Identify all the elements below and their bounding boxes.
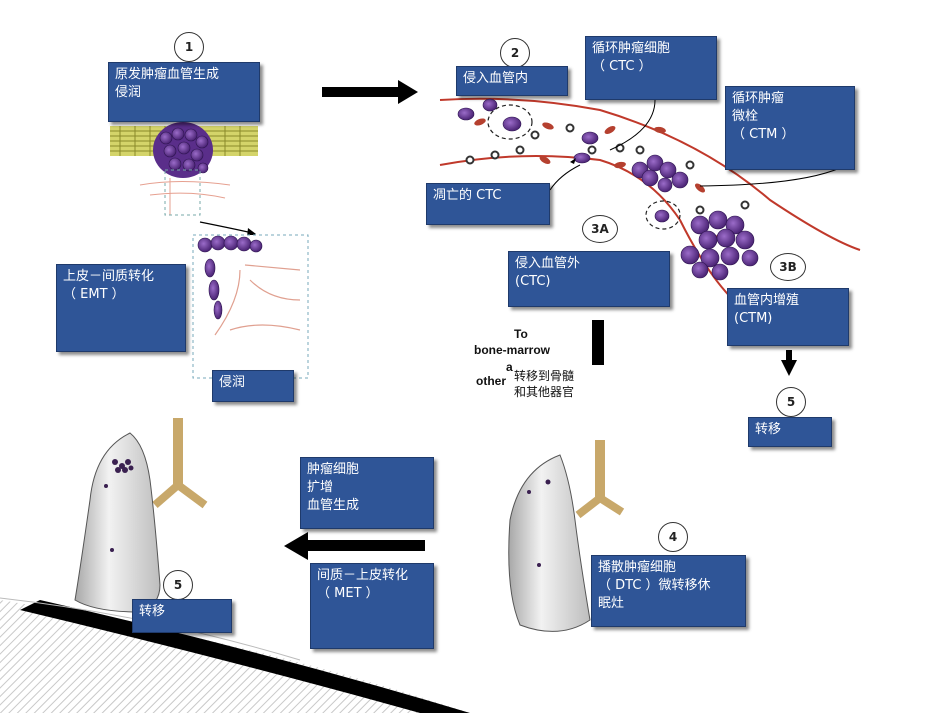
dtc-label: 播散肿瘤细胞 （ DTC ）微转移休 眠灶: [591, 555, 746, 627]
step-2-marker: 2: [500, 38, 530, 68]
bone-marrow-en-line1: To: [514, 327, 528, 341]
bone-marrow-en-line4: other: [476, 374, 506, 388]
blood-vessel-illustration: [439, 97, 861, 321]
extravasation-label: 侵入血管外 (CTC): [508, 251, 670, 307]
proliferation-angiogenesis-label: 肿瘤细胞 扩增 血管生成: [300, 457, 434, 529]
pointer-lines: [549, 99, 841, 191]
step-3b-marker: 3B: [770, 253, 806, 281]
arrow-down: [781, 350, 797, 376]
bone-marrow-en-line2: bone-marrow: [474, 343, 551, 357]
invasion-label: 侵润: [212, 370, 294, 402]
bone-marrow-en-line3: a: [506, 360, 513, 374]
step-4-marker: 4: [658, 522, 688, 552]
apoptotic-ctc-label: 凋亡的 CTC: [426, 183, 550, 225]
metastasis-left-label: 转移: [132, 599, 232, 633]
ctc-label: 循环肿瘤细胞 （ CTC ）: [585, 36, 717, 100]
bone-marrow-bar: [592, 320, 604, 365]
primary-tumor-illustration: [110, 122, 258, 237]
ctm-label: 循环肿瘤 微栓 （ CTM ）: [725, 86, 855, 170]
intravascular-proliferation-label: 血管内增殖 (CTM): [727, 288, 849, 346]
emt-label: 上皮－间质转化 （ EMT ）: [56, 264, 186, 352]
primary-angiogenesis-label: 原发肿瘤血管生成 侵润: [108, 62, 260, 122]
lung-left-illustration: [74, 418, 208, 613]
step-5-left-marker: 5: [163, 570, 193, 600]
step-5-right-marker: 5: [776, 387, 806, 417]
metastasis-right-label: 转移: [748, 417, 832, 447]
bone-marrow-zh: 转移到骨髓 和其他器官: [514, 368, 575, 400]
step-3a-marker: 3A: [582, 215, 618, 243]
arrow-left: [284, 532, 425, 560]
step-1-marker: 1: [174, 32, 204, 62]
met-label: 间质－上皮转化 （ MET ）: [310, 563, 434, 649]
arrow-right: [322, 80, 418, 104]
lung-right-illustration: [508, 440, 625, 632]
emt-illustration: [192, 234, 309, 379]
intravasation-label: 侵入血管内: [456, 66, 568, 96]
